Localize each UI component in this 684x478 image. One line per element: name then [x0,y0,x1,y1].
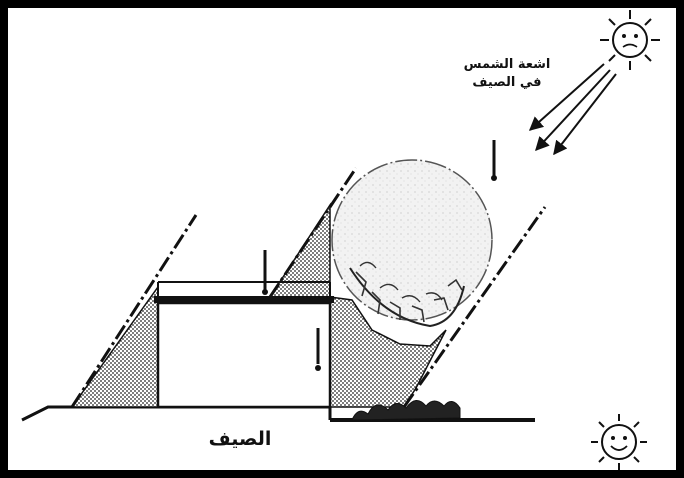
season-label: الصيف [190,428,290,450]
temperature-indicator-top [491,140,497,181]
sun-face-icon [600,10,660,70]
sun-rays-label-line-2: في الصيف [452,74,562,92]
house [154,282,334,407]
temperature-indicator-roof [262,250,268,295]
sun-rays-label: اشعة الشمس في الصيف [452,56,562,92]
smiling-sun-icon [591,414,647,470]
sun-rays-label-line-1: اشعة الشمس [452,56,562,74]
